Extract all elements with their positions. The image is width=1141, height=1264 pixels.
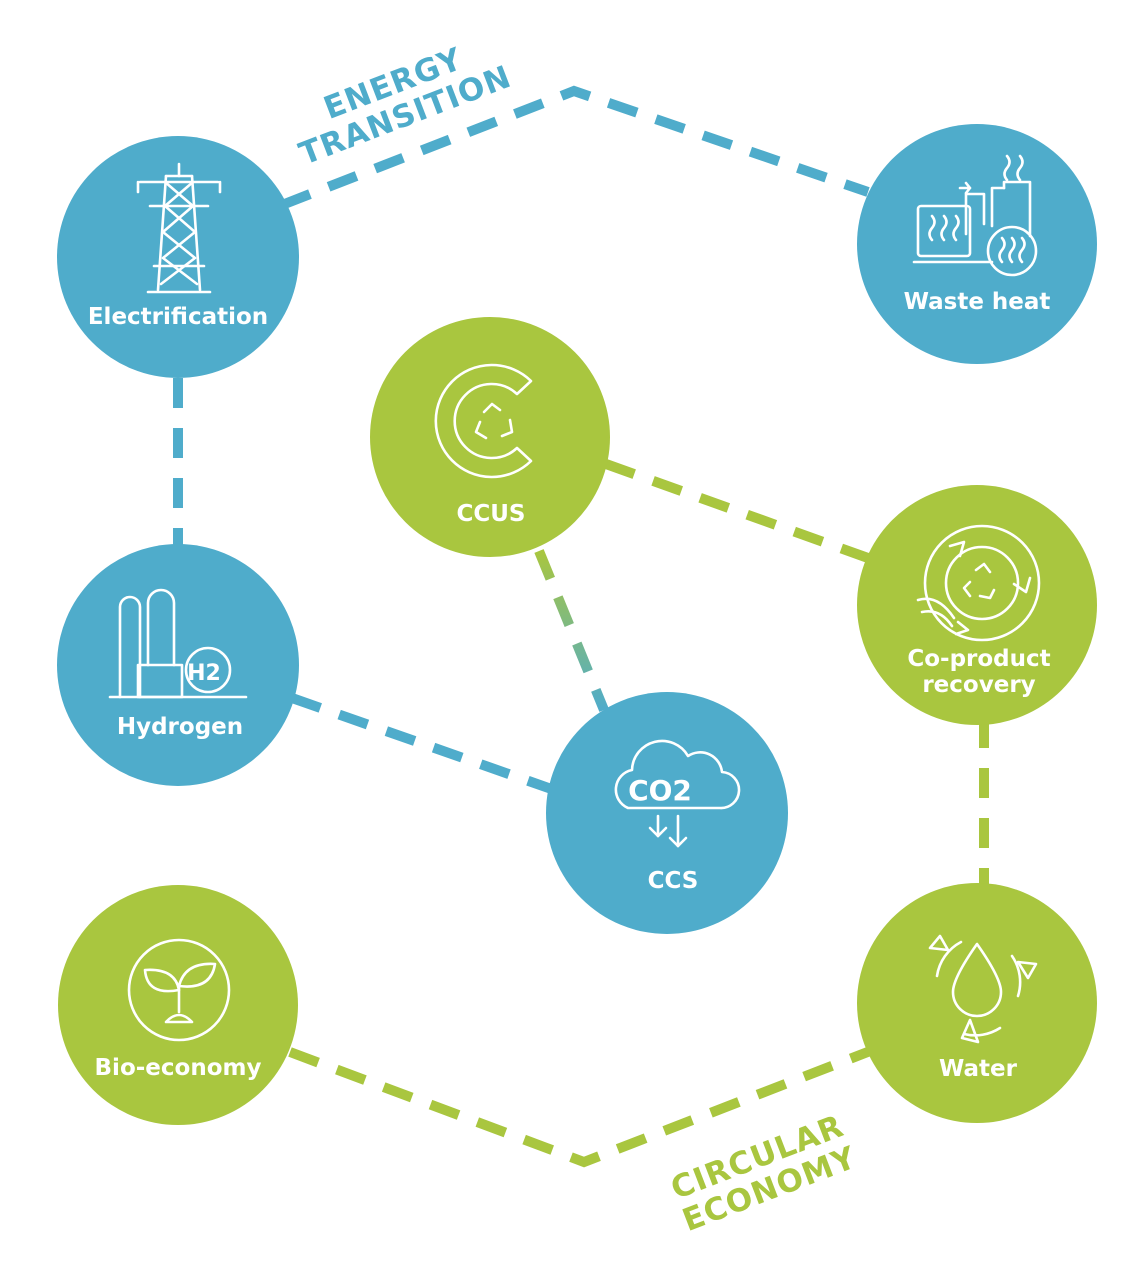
water-cycle-icon — [928, 934, 1038, 1044]
node-waste-heat-label: Waste heat — [904, 289, 1051, 315]
sprout-icon — [127, 938, 231, 1042]
theme-energy-transition: ENERGY TRANSITION — [295, 41, 517, 173]
recovery-cycle-icon — [916, 524, 1041, 642]
power-pylon-icon — [136, 162, 222, 294]
co2-cloud-icon: CO2 — [614, 739, 741, 848]
node-co-product-recovery[interactable]: Co-product recovery — [857, 485, 1097, 725]
node-electrification-label: Electrification — [88, 304, 268, 330]
node-hydrogen[interactable]: H2 Hydrogen — [57, 544, 299, 786]
node-ccs[interactable]: CO2 CCS — [546, 692, 788, 934]
link-energy-transition — [280, 85, 870, 210]
node-co-product-label-line1: Co-product — [907, 646, 1050, 672]
node-ccus-label: CCUS — [457, 501, 526, 527]
node-hydrogen-label: Hydrogen — [117, 714, 243, 740]
node-bio-economy-label: Bio-economy — [95, 1055, 262, 1081]
theme-circular-economy: CIRCULAR ECONOMY — [666, 1108, 861, 1239]
node-co-product-label-line2: recovery — [922, 672, 1035, 698]
waste-heat-icon — [912, 154, 1038, 277]
node-bio-economy[interactable]: Bio-economy — [58, 885, 298, 1125]
link-ccus-ccs — [534, 549, 609, 712]
hydrogen-icon-text: H2 — [187, 661, 221, 686]
link-ccus-coproduct — [604, 459, 870, 563]
node-water-label: Water — [939, 1056, 1018, 1082]
node-electrification[interactable]: Electrification — [57, 136, 299, 378]
node-water[interactable]: Water — [857, 883, 1097, 1123]
node-ccs-label: CCS — [648, 868, 699, 894]
carbon-recycle-icon — [434, 363, 533, 479]
node-ccus[interactable]: CCUS — [370, 317, 610, 557]
link-hydrogen-ccs — [290, 693, 562, 797]
hydrogen-tank-icon: H2 — [108, 588, 248, 699]
node-waste-heat[interactable]: Waste heat — [857, 124, 1097, 364]
link-circular-economy — [288, 1043, 880, 1168]
co2-icon-text: CO2 — [628, 774, 692, 807]
